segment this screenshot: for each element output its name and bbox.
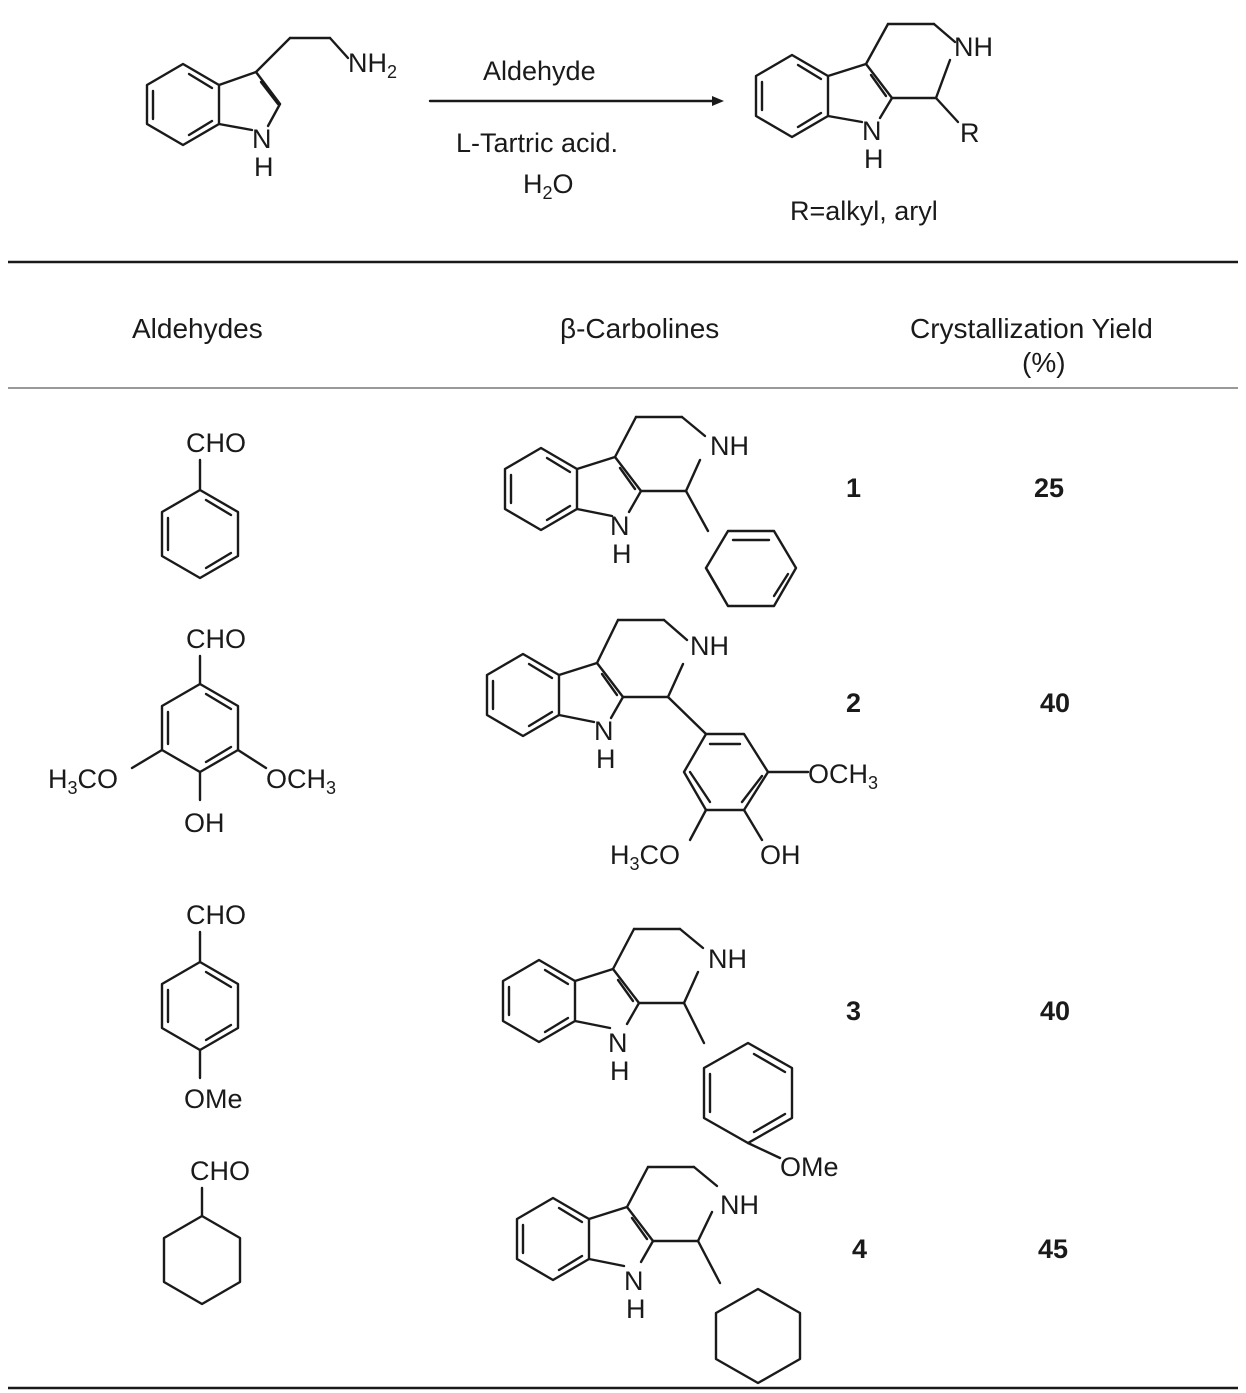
oh-label: OH (184, 808, 225, 838)
header-carbolines: β-Carbolines (560, 313, 719, 344)
h3co-label: H3CO (610, 840, 680, 874)
ome-label: OMe (780, 1152, 839, 1182)
compound-number: 4 (852, 1234, 867, 1264)
compound-number: 1 (846, 473, 861, 503)
aldehyde-4-structure: CHO (162, 1156, 250, 1306)
ome-label: OMe (184, 1084, 243, 1114)
n-label: N (610, 511, 630, 541)
reagent-aldehyde-label: Aldehyde (483, 56, 596, 86)
product-nh-label: NH (954, 32, 993, 62)
yield-value: 40 (1040, 996, 1070, 1026)
reagent-acid-label: L-Tartric acid. (456, 128, 618, 158)
reaction-arrow: Aldehyde L-Tartric acid. H2O (428, 56, 724, 203)
indole-h-label: H (254, 152, 274, 182)
och3-label: OCH3 (808, 759, 878, 793)
amine-label: NH2 (348, 48, 397, 82)
cho-label: CHO (186, 624, 246, 654)
product-n-label: N (862, 116, 882, 146)
indole-n-label: N (252, 124, 272, 154)
aldehyde-3-structure: CHO OMe (160, 900, 246, 1114)
product-structure: NH N H R R=alkyl, aryl (754, 22, 993, 226)
aldehyde-1-structure: CHO (160, 428, 246, 580)
product-r-label: R (960, 118, 980, 148)
nh-label: NH (690, 631, 729, 661)
yield-value: 40 (1040, 688, 1070, 718)
nh-label: NH (710, 431, 749, 461)
carboline-3-structure: NH N H OMe (501, 927, 839, 1182)
h-label: H (596, 744, 616, 774)
cho-label: CHO (186, 900, 246, 930)
yield-value: 45 (1038, 1234, 1068, 1264)
aldehyde-2-structure: CHO H3CO OCH3 OH (48, 624, 336, 838)
nh-label: NH (720, 1190, 759, 1220)
h-label: H (612, 539, 632, 569)
h-label: H (626, 1294, 646, 1324)
n-label: N (594, 716, 614, 746)
n-label: N (624, 1266, 644, 1296)
compound-number: 2 (846, 688, 861, 718)
solvent-label: H2O (523, 169, 574, 203)
tryptamine-structure: NH2 N H (145, 36, 397, 182)
header-yield-unit: (%) (1022, 347, 1066, 378)
product-note: R=alkyl, aryl (790, 196, 938, 226)
oh-label: OH (760, 840, 801, 870)
compound-number: 3 (846, 996, 861, 1026)
carboline-4-structure: NH N H (515, 1165, 802, 1385)
header-yield: Crystallization Yield (910, 313, 1153, 344)
yield-value: 25 (1034, 473, 1064, 503)
h3co-label: H3CO (48, 764, 118, 798)
och3-label: OCH3 (266, 764, 336, 798)
cho-label: CHO (190, 1156, 250, 1186)
carboline-1-structure: NH N H (503, 415, 798, 608)
h-label: H (610, 1056, 630, 1086)
header-aldehydes: Aldehydes (132, 313, 263, 344)
n-label: N (608, 1028, 628, 1058)
carboline-2-structure: NH N H OCH3 H3CO OH (485, 618, 878, 874)
product-h-label: H (864, 144, 884, 174)
nh-label: NH (708, 944, 747, 974)
cho-label: CHO (186, 428, 246, 458)
